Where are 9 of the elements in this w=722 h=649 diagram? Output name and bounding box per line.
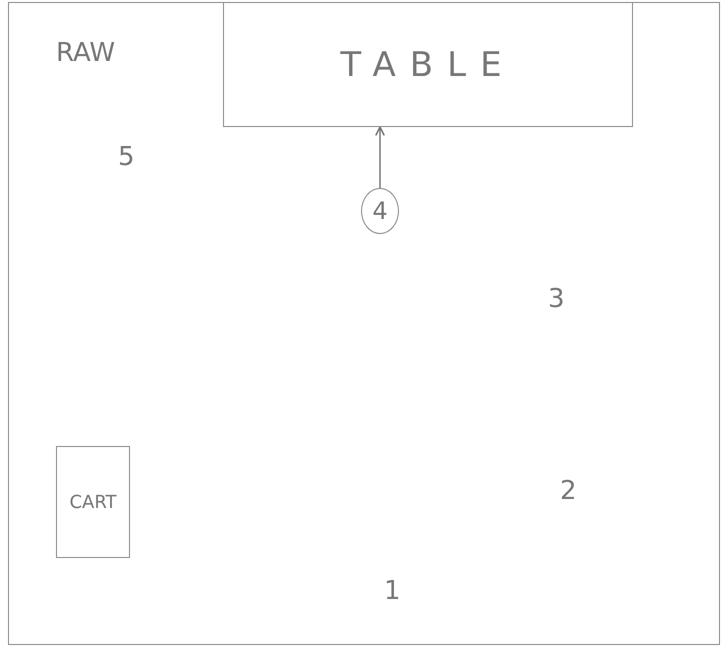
callout-number: 2 xyxy=(560,476,577,506)
callout-number: 4 xyxy=(361,188,399,234)
callout-number: 1 xyxy=(384,576,401,606)
cart: CART xyxy=(56,446,130,558)
arrow xyxy=(375,126,385,188)
callout-number: 5 xyxy=(118,142,135,172)
area-label: RAW xyxy=(56,38,116,68)
table: TABLE xyxy=(223,2,633,127)
callout-number: 3 xyxy=(548,284,565,314)
